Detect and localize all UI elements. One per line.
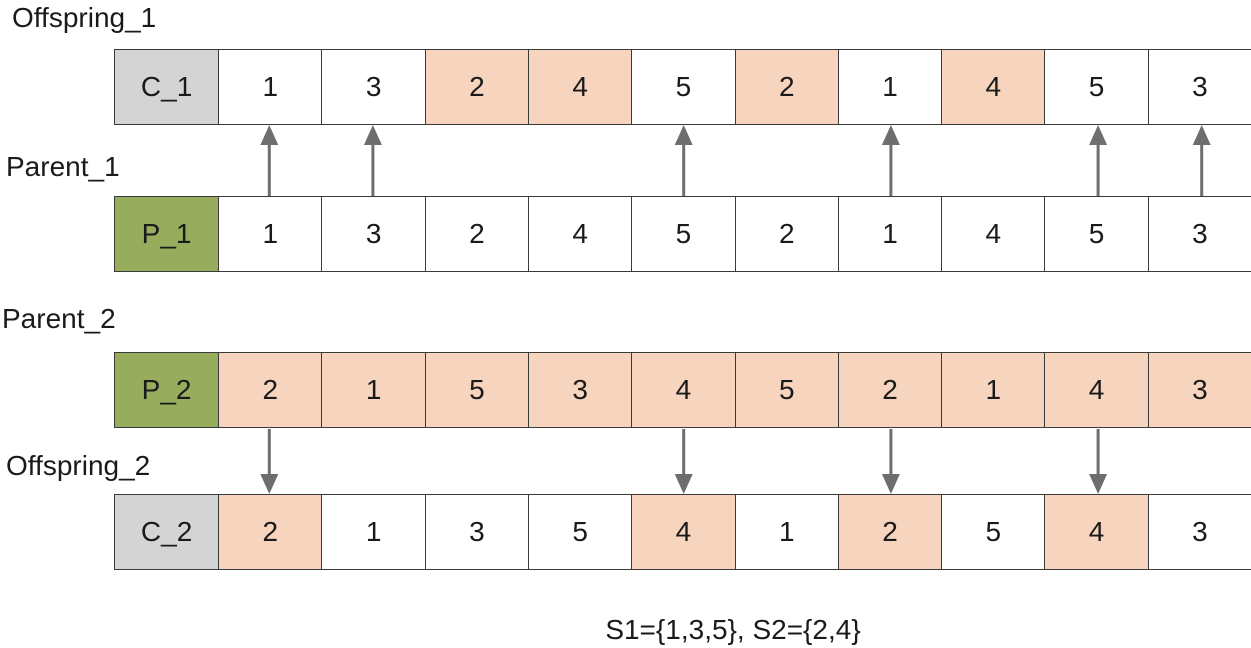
- gene-cell: 4: [941, 197, 1045, 271]
- set-caption: S1={1,3,5}, S2={2,4}: [605, 614, 861, 645]
- gene-cell: 3: [424, 495, 529, 569]
- chromosome-head: P_1: [115, 197, 219, 271]
- gene-cell: 2: [837, 353, 942, 427]
- arrow-up-head: [674, 125, 693, 145]
- arrow-up-head: [881, 125, 900, 145]
- gene-cell: 2: [837, 495, 942, 569]
- gene-cell: 1: [218, 50, 322, 124]
- gene-cell: 4: [631, 353, 735, 427]
- parent-2-label: Parent_2: [2, 303, 116, 334]
- gene-cell: 2: [218, 353, 322, 427]
- gene-cell: 1: [941, 353, 1045, 427]
- gene-cell: 3: [528, 353, 632, 427]
- arrow-up-head: [1192, 125, 1211, 145]
- gene-cell: 3: [321, 50, 425, 124]
- gene-cell: 2: [734, 50, 838, 124]
- gene-cell: 1: [321, 353, 425, 427]
- gene-cell: 5: [1044, 197, 1148, 271]
- gene-cell: 2: [218, 495, 322, 569]
- gene-cell: 1: [321, 495, 425, 569]
- gene-cell: 3: [1147, 197, 1251, 271]
- gene-cell: 5: [734, 353, 838, 427]
- gene-cell: 2: [424, 197, 529, 271]
- arrow-down-head: [260, 474, 279, 494]
- gene-cell: 1: [837, 197, 942, 271]
- gene-cell: 4: [631, 495, 735, 569]
- gene-cell: 1: [734, 495, 838, 569]
- gene-cell: 4: [941, 50, 1045, 124]
- gene-cell: 2: [734, 197, 838, 271]
- gene-cell: 5: [631, 50, 735, 124]
- gene-cell: 1: [837, 50, 942, 124]
- gene-cell: 4: [528, 50, 632, 124]
- arrow-down-head: [674, 474, 693, 494]
- offspring-1-label: Offspring_1: [12, 2, 157, 33]
- arrow-up-head: [1089, 125, 1108, 145]
- arrow-down-head: [1089, 474, 1108, 494]
- parent-1-label: Parent_1: [6, 151, 120, 182]
- chromosome-head: C_2: [115, 495, 219, 569]
- gene-cell: 2: [424, 50, 529, 124]
- gene-cell: 3: [1147, 353, 1251, 427]
- gene-cell: 3: [1147, 50, 1251, 124]
- arrow-up-head: [363, 125, 382, 145]
- gene-cell: 1: [218, 197, 322, 271]
- gene-cell: 3: [321, 197, 425, 271]
- gene-cell: 5: [631, 197, 735, 271]
- arrow-up-head: [260, 125, 279, 145]
- gene-cell: 3: [1147, 495, 1251, 569]
- arrow-down-head: [881, 474, 900, 494]
- chromosome-head: C_1: [115, 50, 219, 124]
- gene-cell: 5: [528, 495, 632, 569]
- chromosome-head: P_2: [115, 353, 219, 427]
- offspring-2-label: Offspring_2: [6, 450, 151, 481]
- gene-cell: 5: [941, 495, 1045, 569]
- gene-cell: 4: [1044, 495, 1148, 569]
- gene-cell: 4: [1044, 353, 1148, 427]
- gene-cell: 5: [1044, 50, 1148, 124]
- gene-cell: 4: [528, 197, 632, 271]
- gene-cell: 5: [424, 353, 529, 427]
